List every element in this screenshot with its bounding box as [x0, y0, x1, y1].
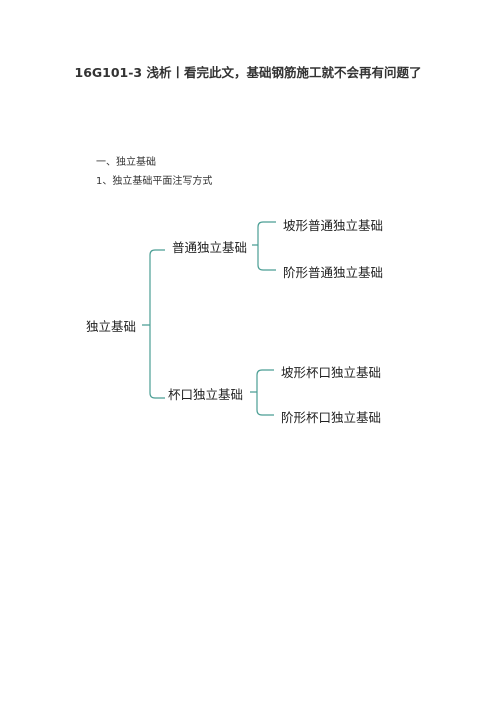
branch-b-connector — [250, 369, 274, 416]
document-title: 16G101-3 浅析丨看完此文，基础钢筋施工就不会再有问题了 — [74, 65, 422, 80]
tree-node-cup: 杯口独立基础 — [168, 387, 244, 402]
tree-root-node: 独立基础 — [86, 319, 137, 334]
section-heading: 一、独立基础 — [96, 157, 156, 168]
root-connector — [142, 249, 165, 399]
tree-leaf-stepped-cup: 阶形杯口独立基础 — [281, 410, 382, 425]
subsection-heading: 1、独立基础平面注写方式 — [96, 176, 213, 187]
tree-leaf-sloped-cup: 坡形杯口独立基础 — [281, 365, 382, 380]
tree-node-ordinary: 普通独立基础 — [172, 240, 248, 255]
tree-leaf-stepped-ordinary: 阶形普通独立基础 — [283, 265, 384, 280]
branch-a-connector — [252, 221, 276, 271]
tree-leaf-sloped-ordinary: 坡形普通独立基础 — [283, 218, 384, 233]
